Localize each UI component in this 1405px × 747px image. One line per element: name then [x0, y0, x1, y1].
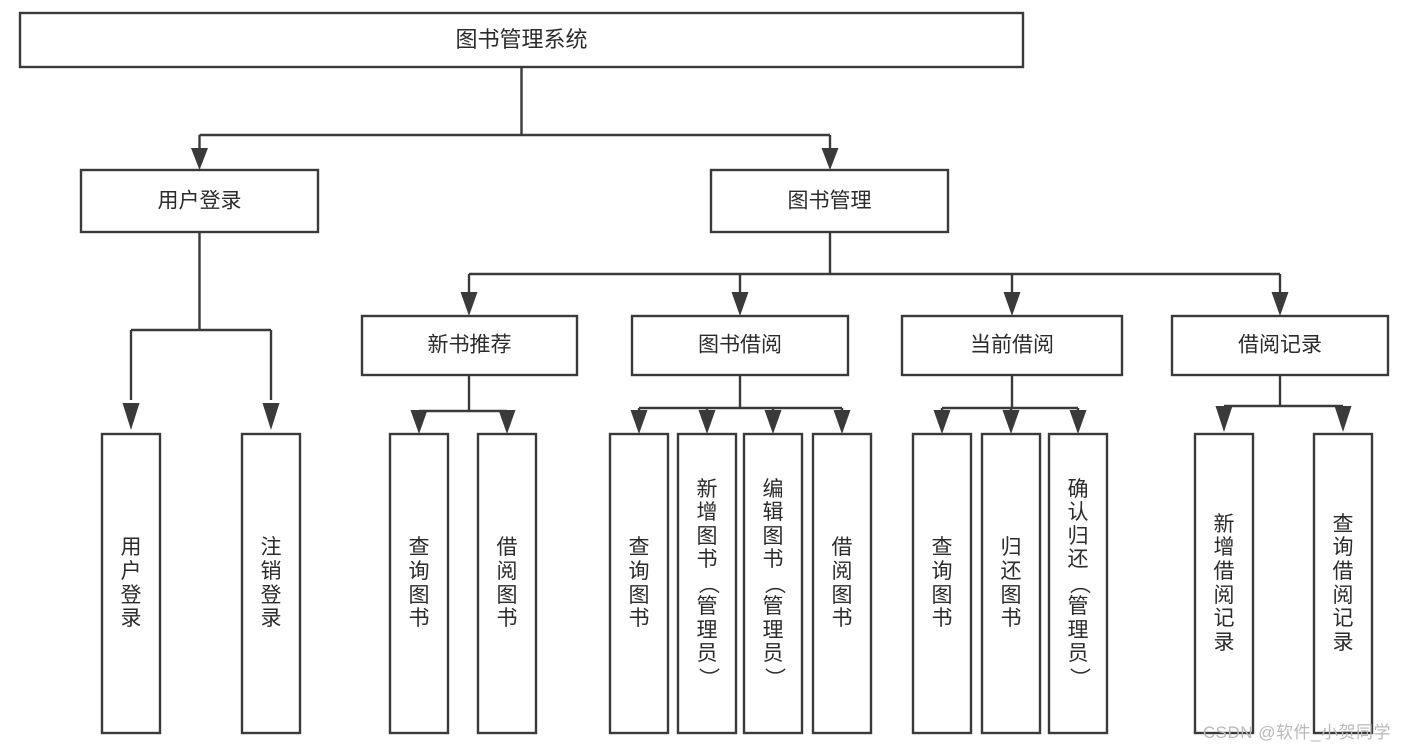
node-borrow-record-label: 借阅记录 [1238, 334, 1322, 357]
node-book-borrow-label: 图书借阅 [698, 334, 782, 357]
arrow-head-new-book-recommend [460, 292, 478, 316]
node-book-borrow[interactable]: 图书借阅 [630, 314, 850, 377]
node-user-login-label: 用户登录 [158, 190, 242, 213]
node-book-management[interactable]: 图书管理 [709, 168, 950, 234]
node-root-label: 图书管理系统 [455, 27, 587, 52]
arrow-head-book-management [821, 148, 839, 170]
arrow-head-leaf-user-login [122, 403, 140, 430]
arrow-head-leaf-edit-book [764, 410, 782, 434]
node-new-book-recommend-label: 新书推荐 [428, 334, 512, 357]
node-leaf-query-book-1-box[interactable] [388, 432, 450, 735]
node-leaf-edit-book-box[interactable] [742, 432, 804, 735]
node-user-login[interactable]: 用户登录 [79, 168, 320, 234]
arrow-head-leaf-query-book-1 [410, 410, 428, 434]
arrow-head-leaf-confirm-return [1069, 410, 1087, 434]
node-book-borrow-box[interactable] [630, 314, 850, 377]
node-leaf-user-login-box[interactable] [100, 432, 162, 735]
node-leaf-add-record-box[interactable] [1193, 432, 1255, 735]
arrow-head-borrow-record [1271, 292, 1289, 316]
node-leaf-query-record-box[interactable] [1312, 432, 1374, 735]
node-root-box[interactable] [18, 11, 1025, 69]
arrow-head-leaf-query-record [1334, 406, 1352, 432]
node-new-book-recommend[interactable]: 新书推荐 [360, 314, 579, 377]
node-leaf-add-book-box[interactable] [676, 432, 738, 735]
node-borrow-record[interactable]: 借阅记录 [1170, 314, 1390, 377]
arrow-head-current-borrow [1003, 292, 1021, 316]
node-root[interactable]: 图书管理系统 [18, 11, 1025, 69]
node-leaf-borrow-book-2-box[interactable] [811, 432, 873, 735]
node-current-borrow-box[interactable] [900, 314, 1124, 377]
node-leaf-confirm-return-box[interactable] [1047, 432, 1109, 735]
node-leaf-borrow-book-1-box[interactable] [476, 432, 538, 735]
leaf-box-group [100, 432, 1374, 735]
arrow-head-leaf-query-book-3 [933, 410, 951, 434]
node-book-management-label: 图书管理 [788, 190, 872, 213]
node-book-management-box[interactable] [709, 168, 950, 234]
node-current-borrow[interactable]: 当前借阅 [900, 314, 1124, 377]
arrow-head-leaf-query-book-2 [630, 410, 648, 434]
node-leaf-logout-login-box[interactable] [240, 432, 302, 735]
arrow-head-leaf-add-book [698, 410, 716, 434]
node-leaf-query-book-2-box[interactable] [608, 432, 670, 735]
arrow-head-book-borrow [731, 292, 749, 316]
arrow-head-leaf-borrow-book-2 [833, 410, 851, 434]
arrow-head-leaf-return-book [1002, 410, 1020, 434]
node-borrow-record-box[interactable] [1170, 314, 1390, 377]
csdn-watermark: CSDN @软件_小贺同学 [1202, 723, 1391, 742]
node-new-book-recommend-box[interactable] [360, 314, 579, 377]
arrow-head-leaf-logout-login [262, 403, 280, 430]
node-user-login-box[interactable] [79, 168, 320, 234]
arrow-head-leaf-add-record [1215, 406, 1233, 432]
node-current-borrow-label: 当前借阅 [970, 334, 1054, 357]
connector-group [122, 67, 1352, 434]
arrow-head-user-login [191, 148, 208, 170]
arrow-head-leaf-borrow-book-1 [498, 410, 516, 434]
node-leaf-return-book-box[interactable] [980, 432, 1042, 735]
node-leaf-query-book-3-box[interactable] [911, 432, 973, 735]
